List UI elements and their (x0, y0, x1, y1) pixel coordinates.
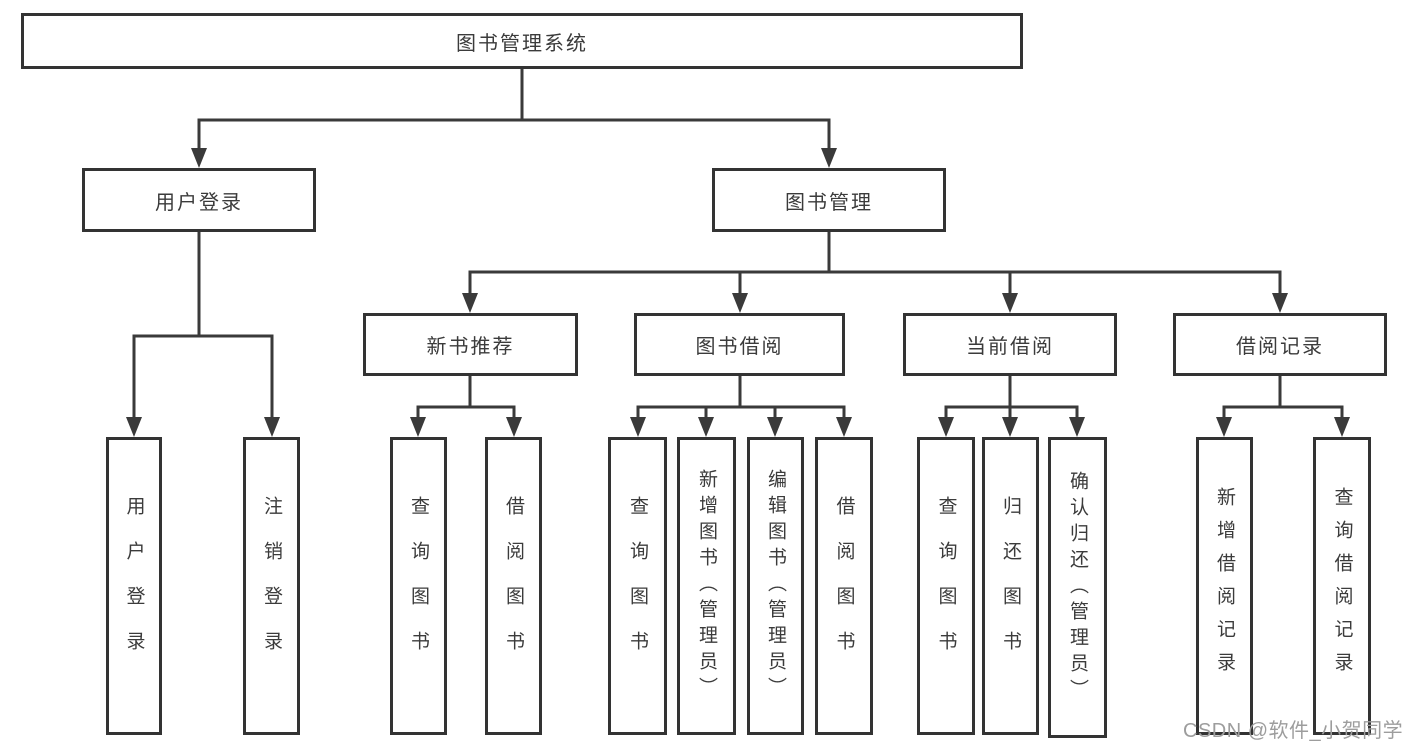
node-root-system: 图书管理系统 (21, 13, 1023, 69)
connector-current-borrow-split (938, 374, 1085, 437)
leaf-confirm-return-admin: 确认归还（管理员） (1048, 437, 1107, 738)
node-user-login-label: 用户登录 (155, 191, 243, 214)
leaf-current-query-books-label: 查询图书 (935, 496, 957, 676)
leaf-return-books: 归还图书 (982, 437, 1039, 735)
connector-new-book-recommend-split (410, 374, 522, 437)
csdn-watermark: CSDN @软件_小贺同学 (1183, 720, 1404, 742)
leaf-confirm-return-admin-label: 确认归还（管理员） (1067, 470, 1088, 705)
node-current-borrow-label: 当前借阅 (966, 336, 1054, 358)
node-new-book-recommend: 新书推荐 (363, 313, 578, 376)
connector-book-management-split (462, 230, 1288, 313)
leaf-borrow-books-label: 借阅图书 (833, 496, 855, 676)
node-user-login: 用户登录 (82, 168, 316, 232)
connector-borrow-records-split (1216, 374, 1350, 437)
connector-user-login-split (126, 230, 280, 437)
leaf-recommend-query-books-label: 查询图书 (408, 496, 429, 676)
leaf-recommend-borrow-books: 借阅图书 (485, 437, 542, 735)
leaf-borrow-query-books: 查询图书 (608, 437, 667, 735)
leaf-add-borrow-record-label: 新增借阅记录 (1214, 487, 1235, 685)
leaf-edit-books-admin: 编辑图书（管理员） (747, 437, 804, 735)
connector-root-split (191, 67, 837, 168)
leaf-return-books-label: 归还图书 (1000, 496, 1021, 676)
leaf-edit-books-admin-label: 编辑图书（管理员） (765, 469, 786, 703)
leaf-logout: 注销登录 (243, 437, 300, 735)
node-borrow-records-label: 借阅记录 (1236, 336, 1324, 358)
node-new-book-recommend-label: 新书推荐 (426, 336, 515, 358)
node-current-borrow: 当前借阅 (903, 313, 1117, 376)
leaf-add-borrow-record: 新增借阅记录 (1196, 437, 1253, 735)
node-borrow-records: 借阅记录 (1173, 313, 1387, 376)
leaf-add-books-admin-label: 新增图书（管理员） (696, 469, 717, 703)
node-root-system-label: 图书管理系统 (456, 32, 588, 55)
node-book-borrow-label: 图书借阅 (695, 336, 784, 358)
node-book-borrow: 图书借阅 (634, 313, 845, 376)
leaf-current-query-books: 查询图书 (917, 437, 975, 735)
leaf-user-login-label: 用户登录 (123, 496, 145, 676)
leaf-borrow-query-books-label: 查询图书 (627, 496, 648, 676)
leaf-borrow-books: 借阅图书 (815, 437, 873, 735)
leaf-query-borrow-record-label: 查询借阅记录 (1331, 487, 1353, 685)
node-book-management-label: 图书管理 (785, 191, 873, 214)
leaf-add-books-admin: 新增图书（管理员） (677, 437, 736, 735)
leaf-recommend-query-books: 查询图书 (390, 437, 447, 735)
connector-book-borrow-split (630, 374, 852, 437)
leaf-user-login: 用户登录 (106, 437, 162, 735)
leaf-query-borrow-record: 查询借阅记录 (1313, 437, 1371, 735)
leaf-recommend-borrow-books-label: 借阅图书 (503, 496, 524, 676)
leaf-logout-label: 注销登录 (261, 496, 282, 676)
node-book-management: 图书管理 (712, 168, 946, 232)
